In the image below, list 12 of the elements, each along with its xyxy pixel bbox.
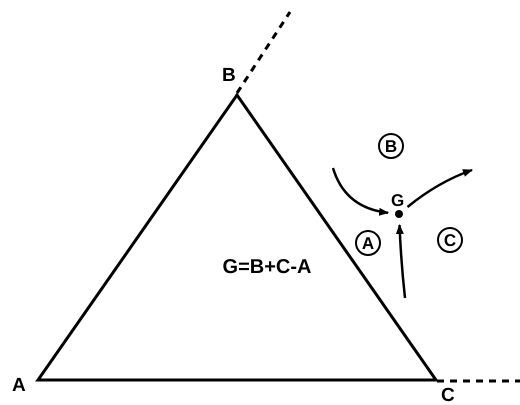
arrow xyxy=(332,168,390,216)
circled-label: B xyxy=(378,133,404,159)
circled-label: A xyxy=(355,230,381,256)
formula-text: G=B+C-A xyxy=(222,257,312,277)
arrow xyxy=(396,224,406,298)
triangle xyxy=(36,93,438,382)
vertex-label: A xyxy=(12,376,26,396)
vertex-label: B xyxy=(222,66,236,86)
point-label: G xyxy=(391,191,404,211)
circled-label: C xyxy=(437,227,463,253)
arrow xyxy=(406,168,473,208)
vertex-label: C xyxy=(441,386,455,405)
